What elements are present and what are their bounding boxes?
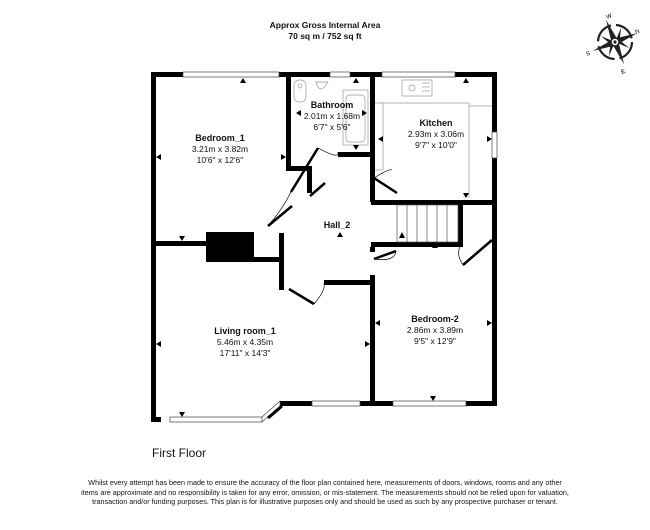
room-living-room-1: Living room_1 5.46m x 4.35m 17'11" x 14'… [214,326,276,359]
room-imperial: 9'5" x 12'9" [414,336,456,346]
wall-south-right [280,401,497,406]
room-imperial: 6'7" x 5'6" [313,122,351,132]
room-metric: 3.21m x 3.82m [191,144,249,154]
room-name: Kitchen [419,118,453,128]
room-hall-2: Hall_2 [324,220,351,231]
area-title: Approx Gross Internal Area [269,20,381,30]
room-name: Bedroom_1 [195,133,245,143]
wall-north [151,72,497,77]
room-metric: 2.86m x 3.89m [406,325,464,335]
wall-east-upper [492,72,497,132]
room-metric: 2.01m x 1.68m [303,111,361,121]
room-kitchen: Kitchen 2.93m x 3.06m 9'7" x 10'0" [408,118,464,151]
room-imperial: 9'7" x 10'0" [415,140,457,150]
compass-e: E [621,69,627,76]
room-name: Living room_1 [214,326,276,336]
room-bathroom: Bathroom 2.01m x 1.68m 6'7" x 5'6" [304,100,360,133]
area-value: 70 sq m / 752 sq ft [288,31,362,41]
room-bedroom-1: Bedroom_1 3.21m x 3.82m 10'6" x 12'6" [192,133,248,166]
compass-rose-icon: W N S E [586,13,641,76]
compass-s: S [586,51,592,58]
compass-n: N [635,29,641,36]
wall-east-lower [492,158,497,406]
room-name: Hall_2 [323,220,351,230]
room-bedroom-2: Bedroom-2 2.86m x 3.89m 9'5" x 12'9" [407,314,463,347]
wall-west [151,72,156,422]
disclaimer: Whilst every attempt has been made to en… [81,478,569,506]
room-metric: 2.93m x 3.06m [407,129,465,139]
room-name: Bedroom-2 [411,314,459,324]
floor-title: First Floor [152,446,206,460]
room-imperial: 17'11" x 14'3" [219,348,271,358]
area-header: Approx Gross Internal Area 70 sq m / 752… [0,20,650,42]
room-name: Bathroom [310,100,354,110]
room-imperial: 10'6" x 12'6" [196,155,244,165]
compass-w: W [606,13,614,21]
room-metric: 5.46m x 4.35m [216,337,274,347]
wall-south-left [151,417,161,422]
